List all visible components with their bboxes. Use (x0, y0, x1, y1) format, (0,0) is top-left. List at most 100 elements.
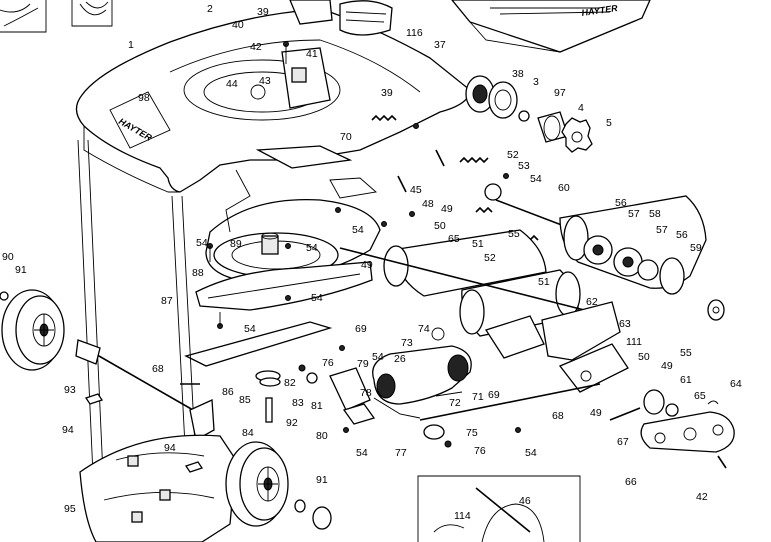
callout-c-67: 67 (617, 436, 629, 448)
callout-c-49b: 49 (361, 259, 373, 271)
inset-detail-top-centre (71, 0, 113, 27)
callout-c-51a: 51 (472, 238, 484, 250)
callout-c-93: 93 (64, 384, 76, 396)
callout-c-49d: 49 (590, 407, 602, 419)
callout-c-54b: 54 (352, 224, 364, 236)
grass-bag: HAYTER (451, 0, 651, 53)
callout-c-116: 116 (406, 27, 423, 39)
springs-top (371, 114, 539, 242)
callout-c-54c: 54 (196, 237, 208, 249)
callout-c-42a: 42 (250, 41, 262, 53)
callout-c-76b: 76 (474, 445, 486, 457)
callout-c-54g: 54 (372, 351, 384, 363)
callout-c-49a: 49 (441, 203, 453, 215)
blade-disc-assembly (184, 145, 381, 367)
inset-detail-top-left (0, 0, 47, 33)
callout-c-94b: 94 (164, 442, 176, 454)
callout-c-92: 92 (286, 417, 298, 429)
callout-c-114: 114 (454, 510, 471, 522)
callout-c-44: 44 (226, 78, 238, 90)
callout-c-37: 37 (434, 39, 446, 51)
callout-c-46: 46 (519, 495, 531, 507)
callout-c-57a: 57 (628, 208, 640, 220)
callout-c-54i: 54 (525, 447, 537, 459)
callout-c-70: 70 (340, 131, 352, 143)
callout-c-86: 86 (222, 386, 234, 398)
inset-detail-bottom-right (417, 475, 581, 542)
callout-c-68a: 68 (152, 363, 164, 375)
callout-c-83: 83 (292, 397, 304, 409)
callout-c-61: 61 (680, 374, 692, 386)
callout-c-80: 80 (316, 430, 328, 442)
callout-c-52a: 52 (507, 149, 519, 161)
callout-c-78: 78 (360, 387, 372, 399)
callout-c-71: 71 (472, 391, 484, 403)
callout-c-41: 41 (306, 48, 318, 60)
callout-c-66: 66 (625, 476, 637, 488)
callout-c-64: 64 (730, 378, 742, 390)
callout-c-48: 48 (422, 198, 434, 210)
callout-c-68b: 68 (552, 410, 564, 422)
callout-c-65b: 65 (694, 390, 706, 402)
callout-c-58: 58 (649, 208, 661, 220)
right-front-wheel (225, 441, 332, 530)
callout-c-26: 26 (394, 353, 406, 365)
callout-c-38: 38 (512, 68, 524, 80)
drive-pulley-assembly (465, 75, 593, 153)
callout-c-73: 73 (401, 337, 413, 349)
drive-belt-assembly (372, 301, 629, 421)
callout-c-69a: 69 (355, 323, 367, 335)
callout-c-42b: 42 (696, 491, 708, 503)
callout-c-97: 97 (554, 87, 566, 99)
callout-c-69b: 69 (488, 389, 500, 401)
callout-c-57b: 57 (656, 224, 668, 236)
callout-c-111: 111 (626, 336, 642, 348)
fasteners (207, 41, 521, 433)
callout-c-91b: 91 (316, 474, 328, 486)
callout-c-90: 90 (2, 251, 14, 263)
callout-c-4: 4 (578, 102, 584, 114)
height-adjust-lever (255, 364, 452, 448)
callout-c-63: 63 (619, 318, 631, 330)
callout-c-1: 1 (128, 39, 134, 51)
callout-c-87a: 87 (161, 295, 173, 307)
callout-c-75: 75 (466, 427, 478, 439)
callout-c-43: 43 (259, 75, 271, 87)
callout-c-52b: 52 (484, 252, 496, 264)
left-rear-wheel (0, 289, 65, 371)
callout-c-89: 89 (230, 238, 242, 250)
callout-c-3: 3 (533, 76, 539, 88)
side-plate-assembly (609, 389, 735, 469)
callout-c-50b: 50 (638, 351, 650, 363)
callout-c-56a: 56 (615, 197, 627, 209)
callout-c-81: 81 (311, 400, 323, 412)
callout-c-54f: 54 (244, 323, 256, 335)
rear-cover (79, 393, 237, 542)
callout-c-51b: 51 (538, 276, 550, 288)
callout-c-45: 45 (410, 184, 422, 196)
callout-c-72: 72 (449, 397, 461, 409)
callout-c-56b: 56 (676, 229, 688, 241)
callout-c-54d: 54 (306, 242, 318, 254)
callout-c-50a: 50 (434, 220, 446, 232)
callout-c-84: 84 (242, 427, 254, 439)
callout-c-74: 74 (418, 323, 430, 335)
callout-c-55a: 55 (508, 228, 520, 240)
callout-c-76a: 76 (322, 357, 334, 369)
callout-c-95: 95 (64, 503, 76, 515)
front-roller-cylinder (484, 183, 725, 321)
callout-c-49c: 49 (661, 360, 673, 372)
callout-c-40: 40 (232, 19, 244, 31)
callout-c-2: 2 (207, 3, 213, 15)
callout-c-53: 53 (518, 160, 530, 172)
callout-c-79: 79 (357, 358, 369, 370)
callout-c-54a: 54 (530, 173, 542, 185)
callout-c-77: 77 (395, 447, 407, 459)
callout-c-98: 98 (138, 92, 150, 104)
callout-c-39a: 39 (257, 6, 269, 18)
callout-c-59: 59 (690, 242, 702, 254)
callout-c-54h: 54 (356, 447, 368, 459)
callout-c-60: 60 (558, 182, 570, 194)
